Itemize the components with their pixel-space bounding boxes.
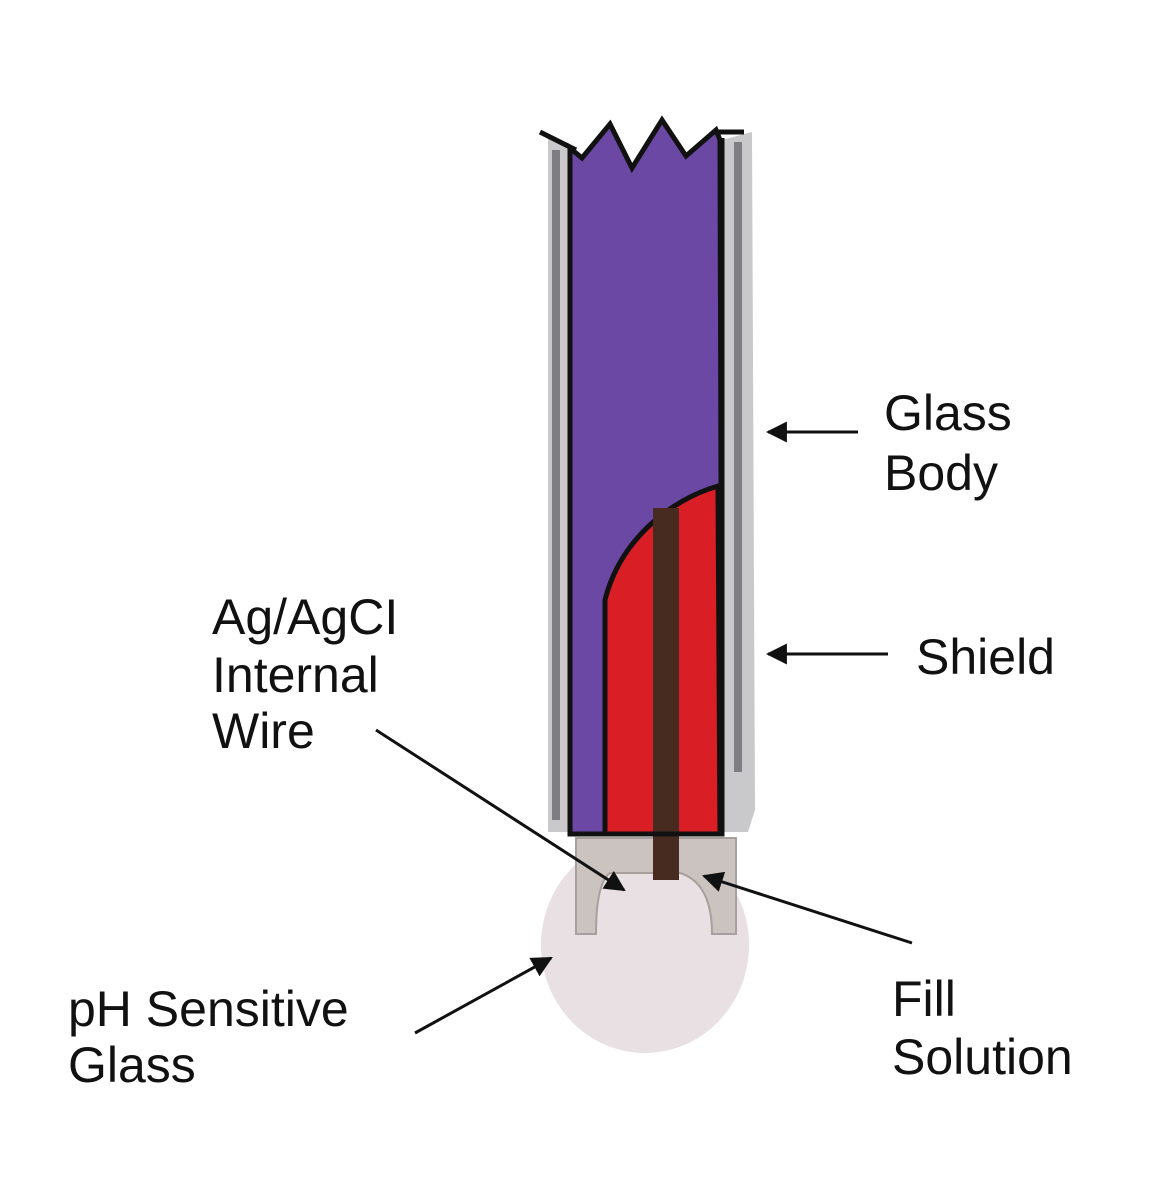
glass-plug [575, 837, 737, 935]
internal-wire [653, 508, 679, 880]
tube-outline [567, 138, 725, 837]
shield-label: Shield [916, 629, 1055, 685]
ph-glass-label: pH Sensitive Glass [68, 981, 363, 1093]
glass-body-label: Glass Body [884, 385, 1026, 501]
ph-glass-arrow [414, 956, 553, 1035]
internal-wire-label: Ag/AgCI Internal Wire [212, 589, 412, 759]
shield-right [734, 142, 742, 772]
fill-solution-label: Fill Solution [892, 971, 1073, 1085]
shield-left [552, 150, 560, 820]
broken-top-edge [538, 129, 744, 153]
fill-solution-arrow [702, 871, 913, 945]
internal-wire-arrow [375, 728, 626, 892]
